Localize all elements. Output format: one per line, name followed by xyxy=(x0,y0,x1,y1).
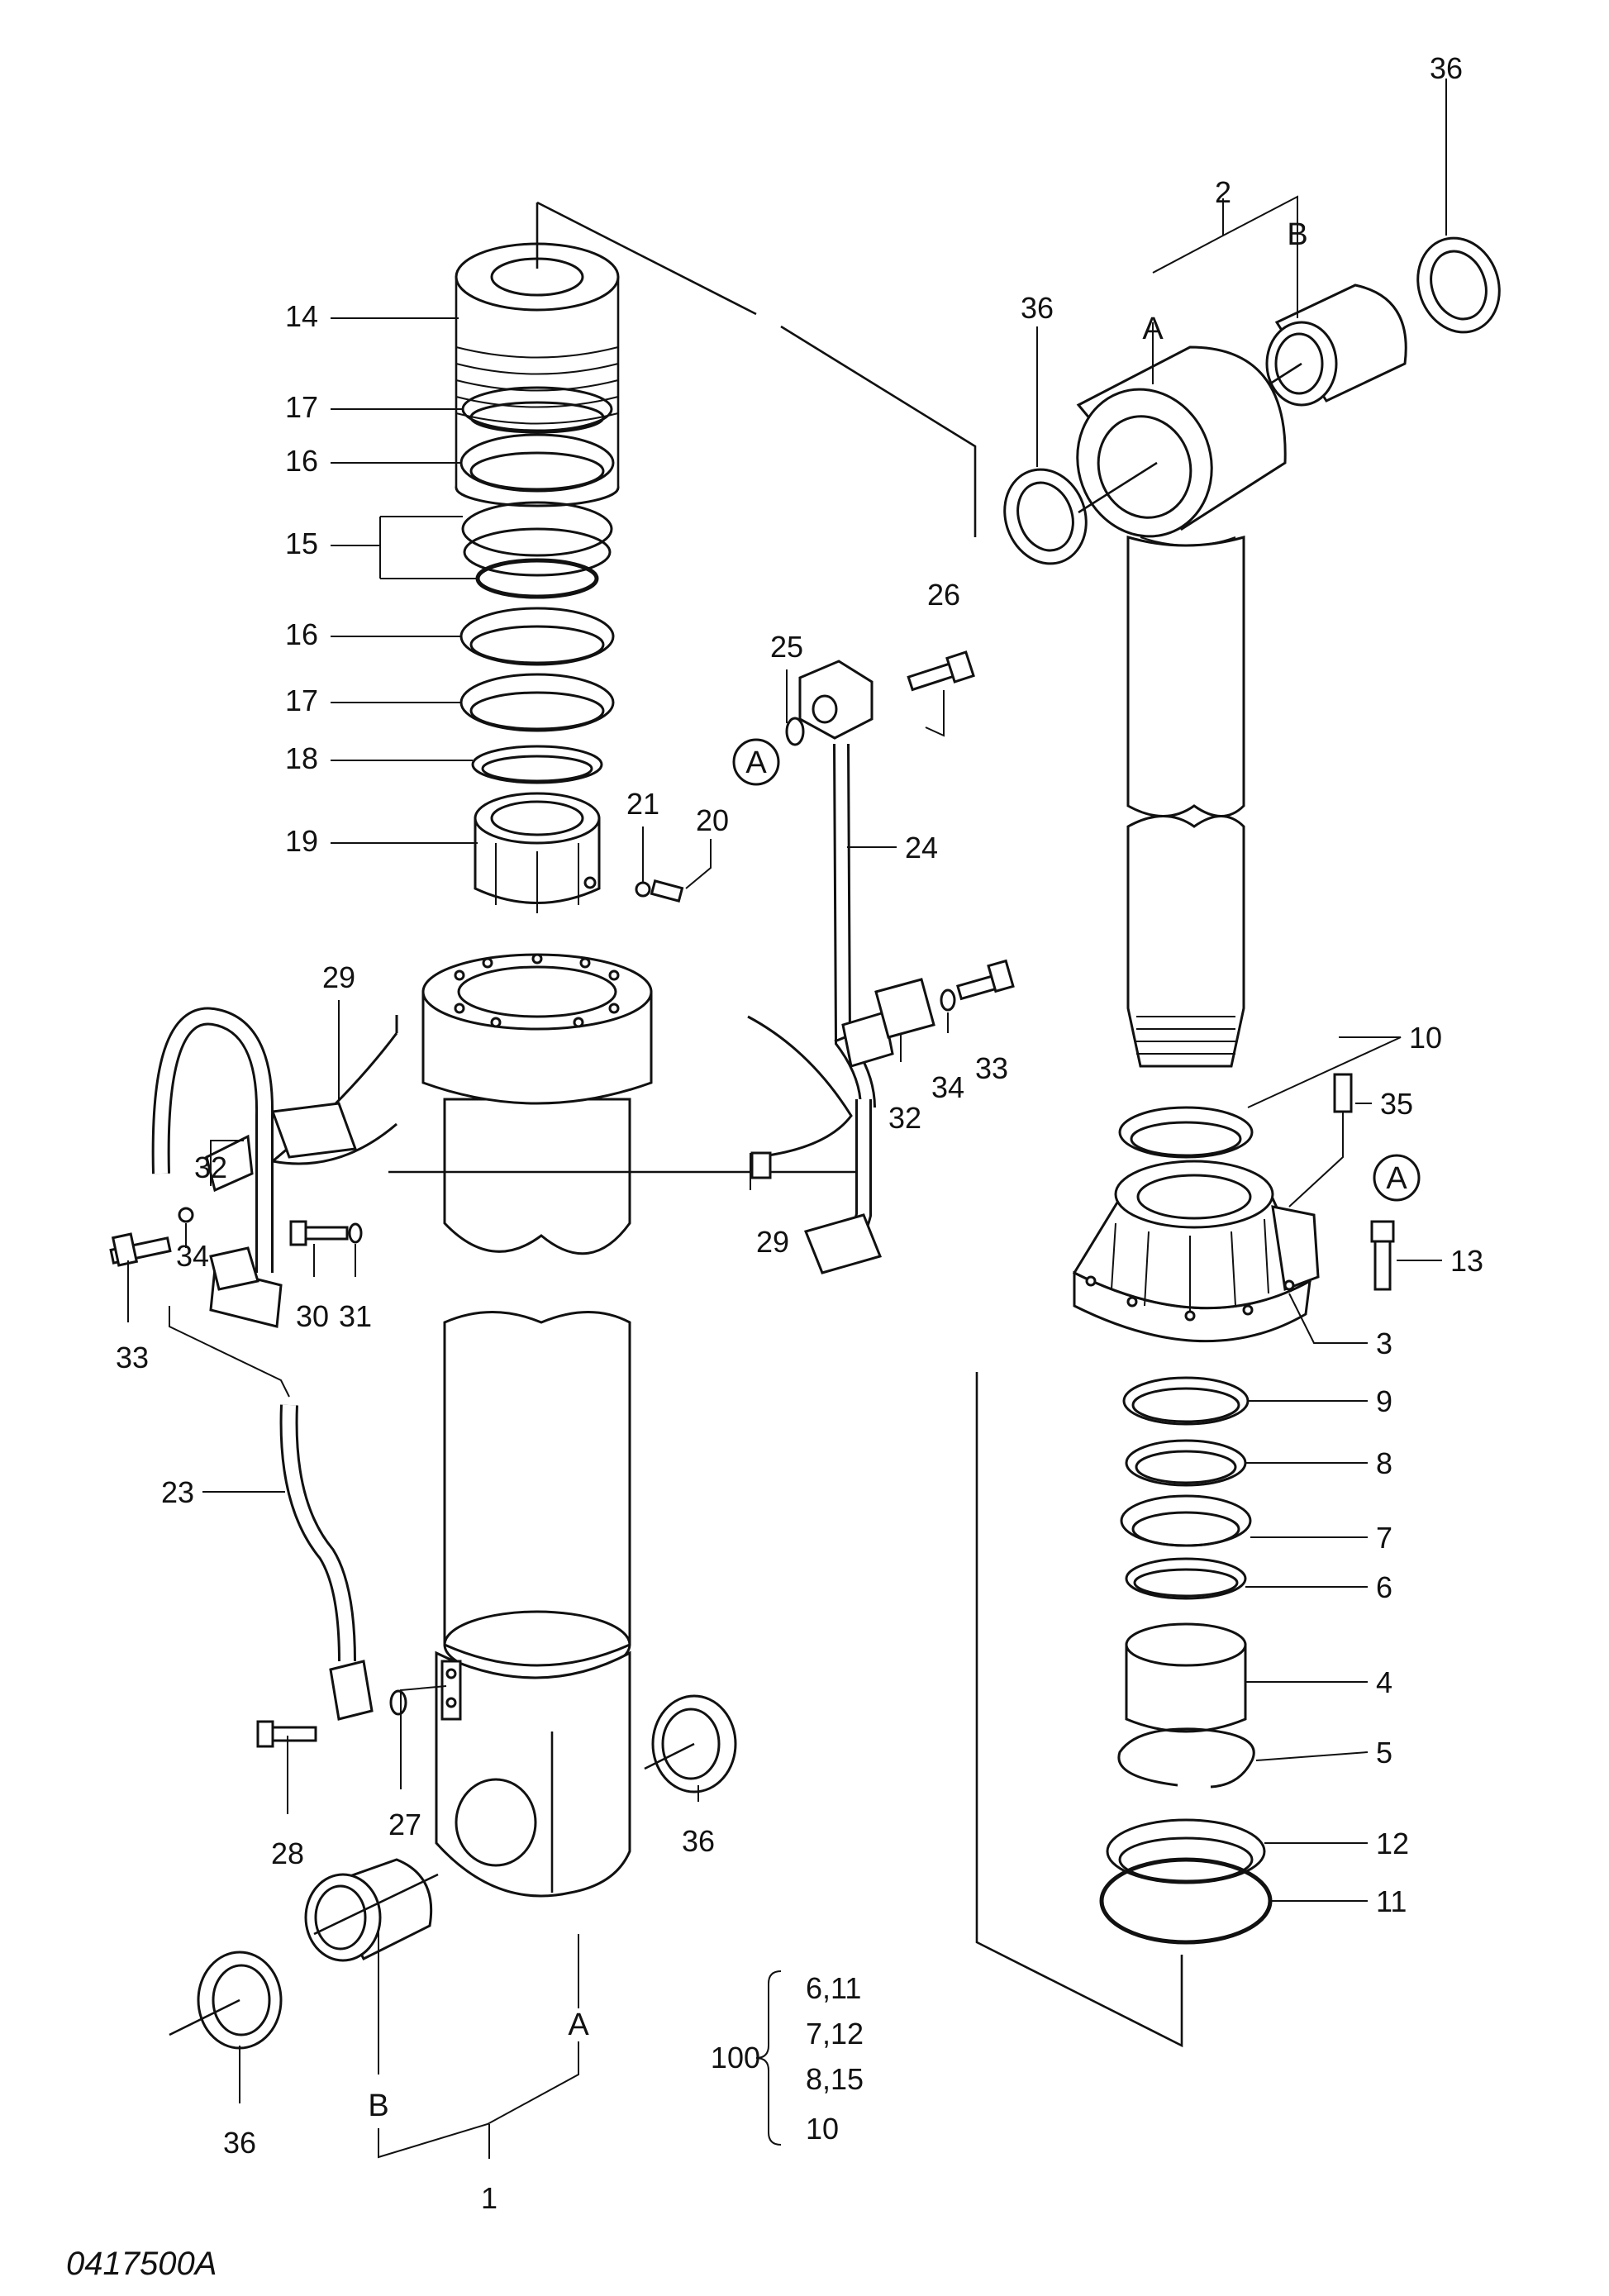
callout-32-left: 32 xyxy=(194,1150,227,1184)
reference-letters: A B A B A A xyxy=(368,217,1407,2123)
callout-8: 8 xyxy=(1376,1446,1392,1480)
rod-centerline xyxy=(536,201,977,537)
callout-3: 3 xyxy=(1376,1327,1392,1360)
callout-21: 21 xyxy=(626,787,659,821)
mark-a-lower: A xyxy=(568,2008,589,2042)
piping-left xyxy=(109,1007,859,1748)
callout-36-bottom: 36 xyxy=(223,2126,256,2160)
ref-circle-a-left xyxy=(732,738,780,786)
leader-lines xyxy=(127,79,1447,2159)
mark-a-upper: A xyxy=(1142,312,1164,346)
callout-35: 35 xyxy=(1380,1087,1413,1121)
callout-24: 24 xyxy=(905,831,938,865)
mark-circle-a-right: A xyxy=(1386,1161,1407,1196)
callout-34-left: 34 xyxy=(176,1239,209,1273)
callout-17-upper: 17 xyxy=(285,390,318,424)
callout-14: 14 xyxy=(285,299,318,333)
callout-15: 15 xyxy=(285,526,318,560)
callout-2: 2 xyxy=(1215,175,1231,209)
callout-29-right: 29 xyxy=(756,1225,789,1259)
callout-33-right: 33 xyxy=(975,1051,1008,1085)
callout-31: 31 xyxy=(339,1299,372,1333)
callout-16-lower: 16 xyxy=(285,617,318,651)
callout-labels: 14 17 16 15 16 17 18 19 21 20 24 25 26 2… xyxy=(116,51,1483,2215)
tube-centerline xyxy=(975,1372,1183,2048)
piping-center xyxy=(747,650,1015,1274)
callout-4: 4 xyxy=(1376,1665,1392,1699)
drawing-code: 0417500A xyxy=(66,2246,217,2282)
callout-33-left: 33 xyxy=(116,1341,149,1374)
callout-36-mid: 36 xyxy=(682,1824,715,1858)
rod-upper xyxy=(421,953,653,1255)
callout-9: 9 xyxy=(1376,1384,1392,1418)
callout-28: 28 xyxy=(271,1836,304,1870)
kit-item-2: 7,12 xyxy=(806,2017,864,2051)
callout-19: 19 xyxy=(285,824,318,858)
piston-assembly xyxy=(455,242,684,913)
rod-lower xyxy=(435,1311,631,1898)
kit-legend: 100 6,11 7,12 8,15 10 xyxy=(711,1971,864,2146)
callout-36-left-upper: 36 xyxy=(1021,291,1054,325)
callout-27: 27 xyxy=(388,1808,421,1841)
kit-item-3: 8,15 xyxy=(806,2062,864,2096)
callout-1: 1 xyxy=(481,2181,497,2215)
callout-11: 11 xyxy=(1376,1884,1407,1918)
callout-32-right: 32 xyxy=(888,1101,921,1135)
mark-circle-a-left: A xyxy=(745,745,767,780)
callout-29-left: 29 xyxy=(322,960,355,994)
bushing-lower xyxy=(169,1694,737,2050)
callout-25: 25 xyxy=(770,630,803,664)
callout-26: 26 xyxy=(927,578,960,612)
callout-16-upper: 16 xyxy=(285,444,318,478)
kit-brace xyxy=(755,1970,782,2146)
callout-13: 13 xyxy=(1450,1244,1483,1278)
callout-23: 23 xyxy=(161,1475,194,1509)
kit-item-1: 6,11 xyxy=(806,1971,861,2005)
callout-10: 10 xyxy=(1409,1021,1442,1055)
callout-20: 20 xyxy=(696,803,729,837)
mark-b-lower: B xyxy=(368,2089,388,2123)
kit-item-4: 10 xyxy=(806,2112,839,2146)
callout-6: 6 xyxy=(1376,1570,1392,1604)
callout-18: 18 xyxy=(285,741,318,775)
mark-b-upper: B xyxy=(1287,217,1307,252)
cylinder-tube xyxy=(1003,236,1501,1945)
callout-17-lower: 17 xyxy=(285,684,318,717)
callout-7: 7 xyxy=(1376,1521,1392,1555)
callout-5: 5 xyxy=(1376,1736,1392,1770)
callout-30: 30 xyxy=(296,1299,329,1333)
ref-circle-a-right xyxy=(1373,1154,1421,1202)
kit-number: 100 xyxy=(711,2041,760,2074)
callout-36-top: 36 xyxy=(1430,51,1463,85)
callout-34-right: 34 xyxy=(931,1070,964,1104)
callout-12: 12 xyxy=(1376,1827,1409,1860)
